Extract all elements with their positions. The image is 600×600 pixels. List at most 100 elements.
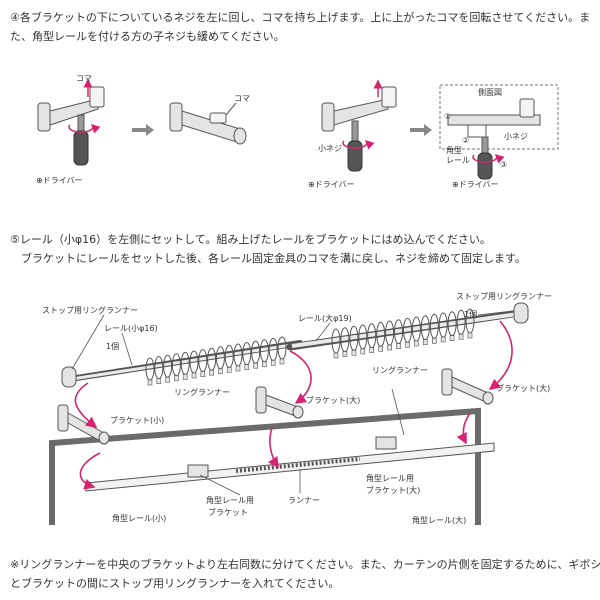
bracket-small-plate bbox=[57, 404, 69, 432]
ring-runner-hook bbox=[191, 372, 197, 379]
ring-runner-hook bbox=[165, 376, 170, 383]
arrow-rail-to-bracket-small bbox=[74, 382, 98, 428]
ring-runners bbox=[145, 308, 475, 386]
label-ring-runner-left: リングランナー bbox=[174, 387, 230, 397]
fig4d-num1: ① bbox=[444, 112, 451, 121]
ring-runner-hook bbox=[467, 332, 473, 339]
step5-assembly-figure: ストップ用リングランナー レール(小φ16) 1個 レール(大φ19) ストップ… bbox=[42, 291, 552, 525]
step5-instructions: ⑤レール（小φ16）を左側にセットして。組み上げたレールをブラケットにはめ込んで… bbox=[10, 230, 592, 268]
arrow-bracket-mid-to-square-rail bbox=[268, 426, 279, 469]
step4-figure: コマ ⊕ドライバー コマ 小ネジ ⊕ドライバー 側面図 ① ② 小ネジ bbox=[36, 74, 559, 189]
square-rail-section bbox=[467, 124, 487, 138]
rail-large-highlight bbox=[291, 312, 519, 348]
rotate-arrow bbox=[342, 139, 375, 150]
koma-piece bbox=[209, 112, 227, 124]
square-rail-bracket-right bbox=[375, 436, 397, 450]
leader-sq-bracket-large bbox=[391, 388, 405, 436]
ring-runner-hook bbox=[369, 347, 375, 354]
ring-runner-hook bbox=[270, 360, 276, 366]
label-runner: ランナー bbox=[288, 496, 320, 505]
label-sq-bracket-large-1: 角型レール用 bbox=[366, 473, 414, 483]
bracket-small bbox=[57, 404, 110, 445]
ring-runner-hook bbox=[378, 345, 384, 352]
ring-runner-hook bbox=[253, 362, 258, 369]
step4-line1: ④各ブラケットの下についているネジを左に回し、コマを持ち上げます。上に上がったコ… bbox=[10, 11, 591, 24]
fig4a-koma-label: コマ bbox=[76, 74, 92, 83]
label-sq-rail-small: 角型レール(小) bbox=[112, 513, 166, 523]
fig4a-bracket-with-driver: コマ ⊕ドライバー bbox=[36, 74, 105, 185]
step4-line2: た、角型レールを付ける方の子ネジも緩めてください。 bbox=[10, 30, 285, 43]
arrow-bracket-right-to-square-rail bbox=[456, 412, 471, 445]
label-one-left: 1個 bbox=[106, 341, 119, 351]
leader-rail-small bbox=[121, 332, 133, 366]
screwdriver-tip bbox=[351, 120, 359, 142]
label-bracket-large-right: ブラケット(大) bbox=[496, 383, 550, 393]
leader-rail-large bbox=[315, 322, 331, 342]
rotate-arrow bbox=[68, 123, 101, 134]
bracket-large-mid-plate bbox=[255, 386, 267, 414]
note-instructions: ※リングランナーを中央のブラケットより左右同数に分けてください。また、カーテンの… bbox=[10, 555, 600, 593]
square-rail bbox=[85, 442, 495, 492]
label-sq-bracket-2: ブラケット bbox=[208, 507, 248, 517]
ring-runner-hook bbox=[226, 367, 232, 373]
ring-runner-hook bbox=[244, 364, 250, 370]
fig4d-side-view: 側面図 ① ② 小ネジ 角型 レール ③ ⊕ドライバー bbox=[439, 84, 559, 189]
fig4d-square-rail-label-2: レール bbox=[446, 156, 470, 165]
fig4d-small-screw-label: 小ネジ bbox=[504, 132, 528, 141]
ring-runner-hook bbox=[235, 365, 241, 372]
bracket-large-right-plate bbox=[441, 368, 453, 396]
koma-piece bbox=[519, 98, 535, 118]
koma-piece bbox=[381, 86, 397, 108]
arrow-bracket-small-to-square-rail bbox=[79, 452, 101, 490]
bracket-large-right-end bbox=[482, 391, 494, 405]
ring-runner-hook bbox=[218, 368, 223, 375]
label-stop-runner-left: ストップ用リングランナー bbox=[42, 305, 138, 315]
ring-runner-hook bbox=[182, 374, 188, 380]
fig4a-driver-label: ⊕ドライバー bbox=[36, 176, 83, 185]
ring-runner-hook bbox=[351, 350, 357, 356]
arrow-rail-to-bracket-right bbox=[488, 320, 513, 390]
side-view-frame bbox=[439, 84, 559, 150]
koma-leader bbox=[225, 102, 237, 116]
finial-left bbox=[61, 366, 77, 388]
screwdriver-handle bbox=[477, 152, 493, 180]
fig4d-square-rail-label-1: 角型 bbox=[446, 145, 462, 155]
ring-runner-hook bbox=[342, 351, 348, 357]
wall-plate bbox=[37, 102, 51, 132]
label-rail-small: レール(小φ16) bbox=[104, 324, 158, 333]
screwdriver-handle bbox=[73, 130, 89, 166]
step5-line2: ブラケットにレールをセットした後、各レール固定金具のコマを溝に戻し、ネジを締めて… bbox=[10, 252, 526, 265]
fig4d-num2: ② bbox=[462, 136, 469, 145]
bracket-small-end bbox=[98, 431, 110, 445]
screwdriver-tip bbox=[481, 136, 489, 154]
ring-runner-hook bbox=[279, 358, 285, 365]
ring-runner-hook bbox=[449, 335, 455, 342]
ring-runner-hook bbox=[209, 369, 214, 376]
bracket-large-right bbox=[441, 368, 494, 405]
fig4d-side-view-label: 側面図 bbox=[478, 87, 502, 97]
ring-runner-hook bbox=[396, 343, 401, 350]
label-stop-runner-right: ストップ用リングランナー bbox=[456, 291, 552, 301]
ring-runner-hook bbox=[458, 333, 464, 340]
ring-runner-hook bbox=[174, 375, 179, 382]
fig4b-koma-label: コマ bbox=[234, 94, 250, 103]
leader-one-right bbox=[477, 310, 513, 316]
note-line1: ※リングランナーを中央のブラケットより左右同数に分けてください。また、カーテンの… bbox=[10, 558, 600, 571]
fig4c-loosen-small-screw: 小ネジ ⊕ドライバー bbox=[308, 79, 397, 189]
label-one-right: 1個 bbox=[464, 309, 477, 319]
runners-on-square-rail bbox=[235, 457, 361, 473]
bracket-arm bbox=[49, 98, 99, 126]
note-line2: とブラケットの間にストップ用リングランナーを入れてください。 bbox=[10, 577, 340, 590]
wall-plate bbox=[321, 102, 335, 132]
fig4d-driver-label: ⊕ドライバー bbox=[452, 180, 499, 189]
step4-instructions: ④各ブラケットの下についているネジを左に回し、コマを持ち上げます。上に上がったコ… bbox=[10, 8, 592, 46]
bracket-end bbox=[233, 127, 247, 145]
fig4c-small-screw-label: 小ネジ bbox=[318, 144, 342, 153]
ring-runner-hook bbox=[156, 378, 162, 384]
next-arrow-1-head bbox=[146, 124, 154, 136]
ring-runner-hook bbox=[440, 336, 446, 343]
fig4c-driver-label: ⊕ドライバー bbox=[308, 180, 355, 189]
label-sq-bracket-1: 角型レール用 bbox=[206, 495, 254, 505]
screwdriver-tip bbox=[77, 114, 85, 132]
label-rail-large: レール(大φ19) bbox=[298, 313, 352, 323]
